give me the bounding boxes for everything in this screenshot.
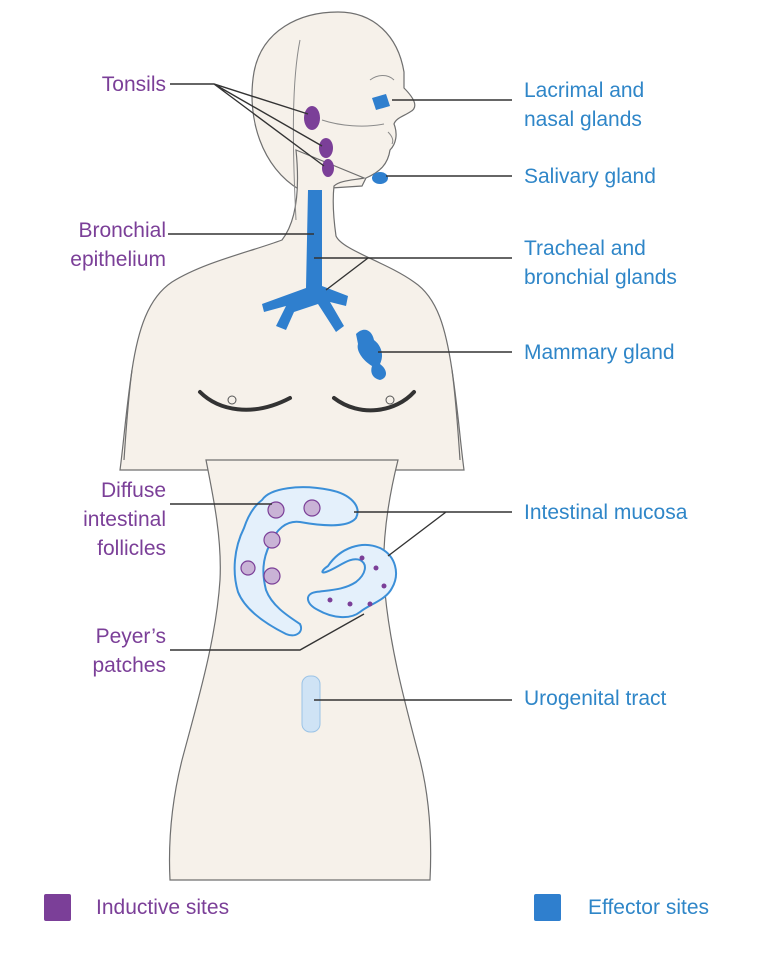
- right-arm-line: [451, 369, 461, 461]
- label-tracheal-bronchial-glands: Tracheal and bronchial glands: [524, 237, 677, 289]
- mucosa-leader: [354, 511, 512, 557]
- hair-line: [292, 39, 301, 221]
- label-intestinal-mucosa: Intestinal mucosa: [524, 501, 688, 524]
- label-peyers-patches: Peyer’s patches: [92, 625, 166, 677]
- tonsils-leader: [170, 83, 325, 167]
- label-lacrimal-nasal-glands: Lacrimal and nasal glands: [524, 79, 645, 131]
- label-diffuse-intestinal-follicles: Diffuse intestinal follicles: [83, 479, 166, 560]
- left-breast-line: [198, 390, 292, 412]
- legend-inductive-label: Inductive sites: [96, 896, 230, 919]
- large-intestine-shape: [233, 486, 359, 637]
- blue-square-icon: [534, 894, 561, 921]
- label-bronchial-epithelium: Bronchial epithelium: [70, 219, 166, 271]
- mouth-detail: [387, 131, 394, 145]
- purple-square-icon: [44, 894, 71, 921]
- tonsils-shape: [304, 106, 334, 177]
- mammary-gland-shape: [356, 329, 386, 380]
- label-urogenital-tract: Urogenital tract: [524, 687, 667, 710]
- left-nipple: [227, 395, 237, 405]
- peyers-leader: [170, 613, 365, 651]
- label-mammary-gland: Mammary gland: [524, 341, 675, 364]
- leader-lines: [168, 83, 512, 701]
- legend-effector-label: Effector sites: [588, 896, 709, 919]
- right-breast-line: [332, 390, 416, 413]
- trachea-bronchi-shape: [262, 190, 348, 332]
- label-salivary-gland: Salivary gland: [524, 165, 656, 188]
- eye-detail: [369, 75, 395, 81]
- urogenital-tract-shape: [301, 675, 321, 733]
- label-tonsils: Tonsils: [101, 73, 166, 96]
- nasal-gland-shape: [372, 94, 390, 110]
- head-outline: [251, 11, 416, 191]
- effector-structures: [262, 94, 390, 733]
- left-arm-line: [123, 369, 133, 461]
- oral-cavity-line: [321, 119, 385, 127]
- tracheal-leader: [314, 257, 512, 291]
- salivary-gland-shape: [372, 172, 388, 184]
- right-nipple: [385, 395, 395, 405]
- intestine-shapes: [233, 486, 397, 637]
